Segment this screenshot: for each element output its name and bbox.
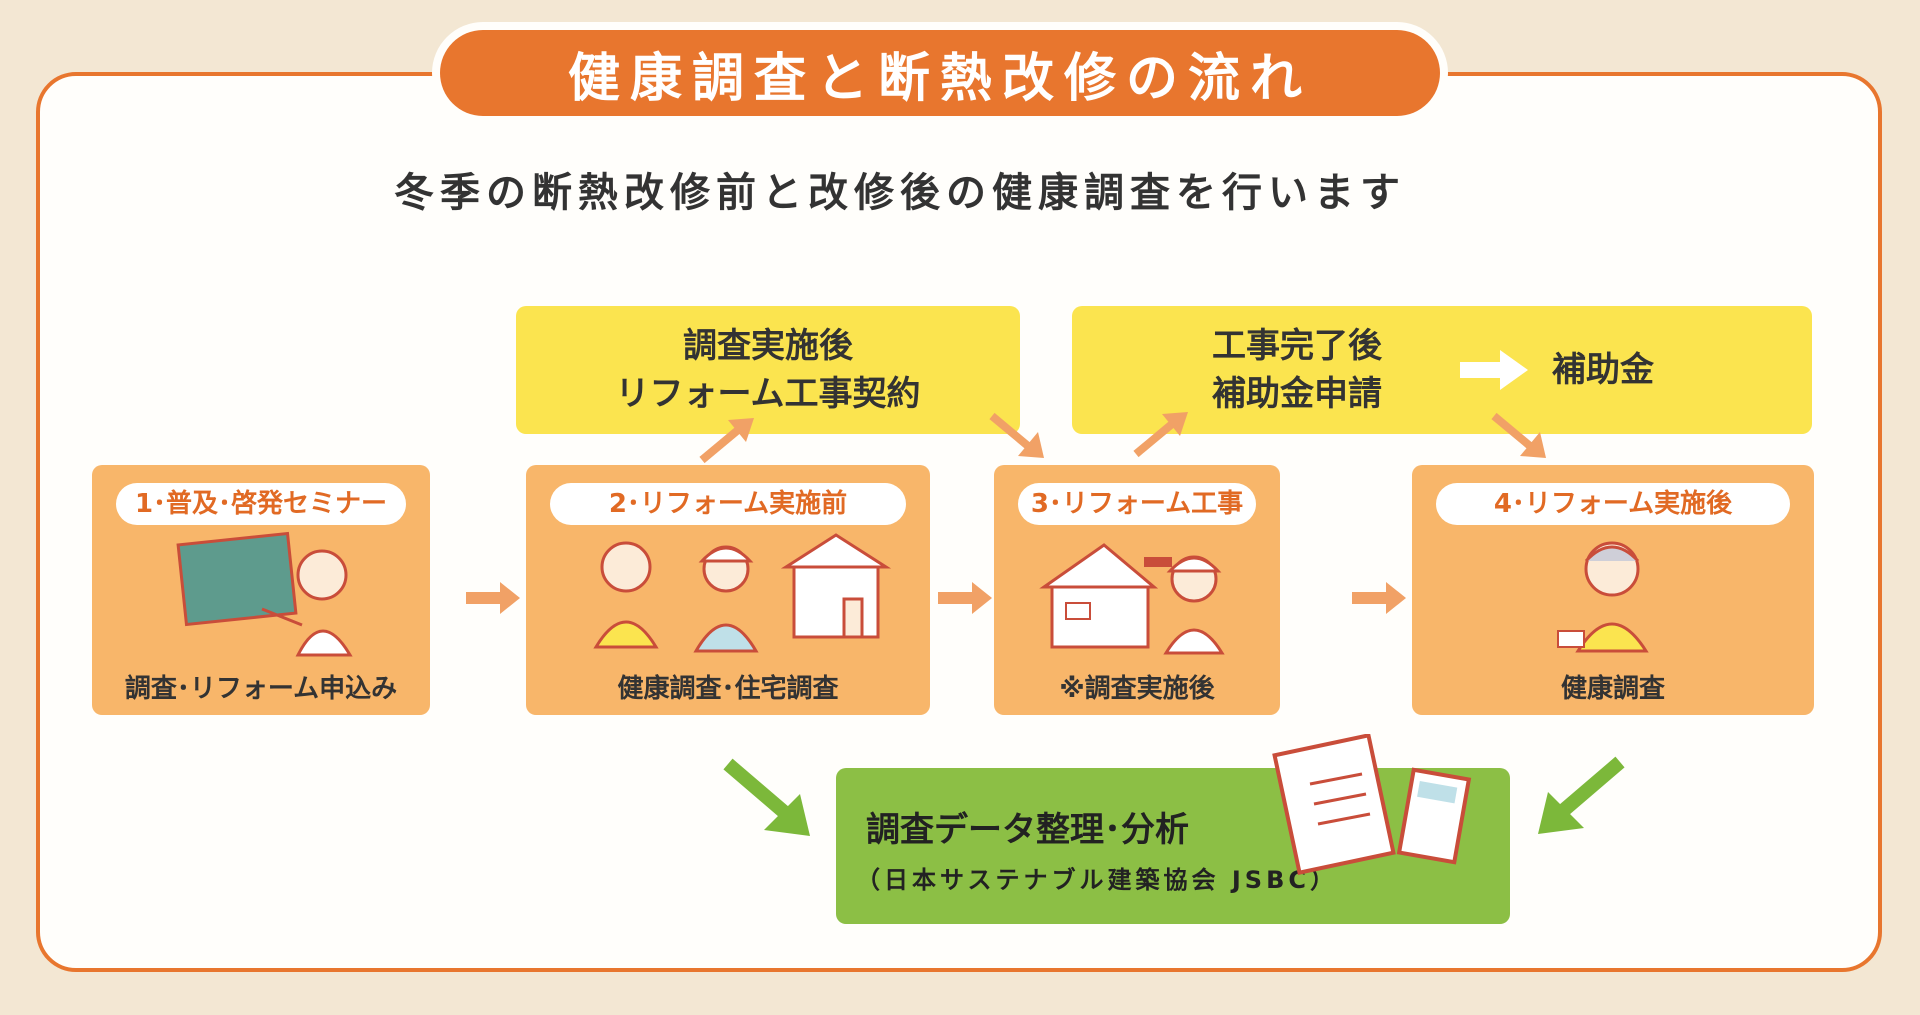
stage-2-before: 2･リフォーム実施前 健康調査･住宅調査 xyxy=(526,465,930,715)
subsidy-application-box: 工事完了後 補助金申請 補助金 xyxy=(1072,306,1812,434)
survey-people-house-icon xyxy=(526,527,930,657)
stage-2-caption: 健康調査･住宅調査 xyxy=(617,674,839,704)
clipboard-calculator-icon xyxy=(1272,734,1472,876)
subsidy-line2: 補助金申請 xyxy=(1212,374,1382,414)
elderly-person-icon xyxy=(1412,527,1814,657)
stage-1-seminar: 1･普及･啓発セミナー 調査･リフォーム申込み xyxy=(92,465,430,715)
data-analysis-box: 調査データ整理･分析 （日本サステナブル建築協会 JSBC） xyxy=(836,734,1510,924)
green-arrow-down-right-icon xyxy=(723,758,810,836)
stage-3-caption: ※調査実施後 xyxy=(1059,674,1215,704)
arrow-diagonal-down-icon xyxy=(989,412,1044,458)
stage-4-header: 4･リフォーム実施後 xyxy=(1436,483,1790,525)
stage-3-construction: 3･リフォーム工事 ※調査実施後 xyxy=(994,465,1280,715)
white-arrow-icon xyxy=(1460,350,1528,390)
arrow-right-icon xyxy=(1352,582,1406,614)
green-arrow-down-left-icon xyxy=(1538,756,1625,834)
arrow-diagonal-up-icon xyxy=(1133,412,1188,458)
stage-3-header: 3･リフォーム工事 xyxy=(1018,483,1256,525)
arrow-right-icon xyxy=(466,582,520,614)
diagram-title: 健康調査と断熱改修の流れ xyxy=(440,30,1440,116)
arrow-right-icon xyxy=(938,582,992,614)
analysis-main-label: 調査データ整理･分析 xyxy=(866,810,1189,850)
construction-worker-house-icon xyxy=(994,527,1280,657)
stage-2-header: 2･リフォーム実施前 xyxy=(550,483,906,525)
stage-4-caption: 健康調査 xyxy=(1560,674,1665,704)
stage-1-header: 1･普及･啓発セミナー xyxy=(116,483,406,525)
arrow-diagonal-up-icon xyxy=(699,418,754,464)
analysis-organization: （日本サステナブル建築協会 JSBC） xyxy=(856,866,1338,894)
contract-line1: 調査実施後 xyxy=(683,326,853,366)
subsidy-line1: 工事完了後 xyxy=(1212,326,1382,366)
seminar-teacher-icon xyxy=(92,527,430,657)
stage-4-after: 4･リフォーム実施後 健康調査 xyxy=(1412,465,1814,715)
subsidy-result: 補助金 xyxy=(1552,350,1654,390)
contract-box: 調査実施後 リフォーム工事契約 xyxy=(516,306,1020,434)
arrow-diagonal-down-icon xyxy=(1491,412,1546,458)
stage-1-caption: 調査･リフォーム申込み xyxy=(124,674,398,704)
diagram-subtitle: 冬季の断熱改修前と改修後の健康調査を行います xyxy=(394,170,1406,216)
contract-line2: リフォーム工事契約 xyxy=(615,374,921,414)
